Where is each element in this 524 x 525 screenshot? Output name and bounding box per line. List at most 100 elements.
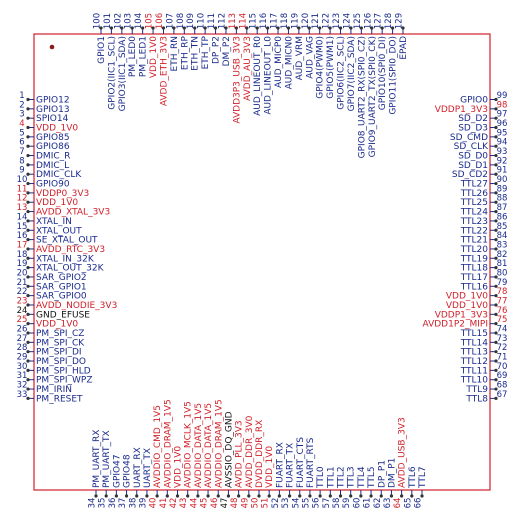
pin-right-79-number: 79	[497, 278, 508, 288]
pin-right-99-dot	[494, 97, 498, 102]
pin-top-110-name: ETH_TP	[201, 35, 211, 69]
pin-right-72-dot	[494, 350, 498, 354]
pin-top-124-number: 124	[342, 13, 352, 29]
pin-left-6-name: GPIO86	[36, 142, 70, 152]
pin-right-94-dot	[494, 144, 498, 148]
pin-left-22-dot	[26, 294, 30, 298]
pin-right-86-dot	[494, 219, 498, 223]
pin-bottom-46-dot	[216, 494, 220, 498]
pin-left-10-name: GPIO90	[36, 180, 70, 190]
pin-right-99-name: GPIO0	[460, 96, 488, 106]
pin-top-116-name: AUD_LINEOUT_L0	[264, 36, 274, 115]
pin-left-23-number: 23	[17, 296, 28, 306]
pin-left-16-number: 16	[17, 231, 28, 241]
pin-top-104-dot	[141, 26, 145, 30]
pin-right-83-dot	[494, 247, 498, 251]
pin-right-71-name: TTL12	[460, 357, 488, 367]
pin-right-67-dot	[494, 396, 498, 400]
pin-bottom-45-dot	[206, 494, 210, 498]
pin-bottom-42-name: VDD_1V0	[174, 446, 184, 488]
pin-right-81-number: 81	[497, 259, 508, 269]
pin-right-99-number: 99	[497, 91, 508, 101]
pin-right-97-name: SD_D2	[458, 114, 488, 124]
pin-right-95-name: SD_CMD	[450, 133, 488, 143]
pin-right-92-number: 92	[497, 156, 508, 166]
pin-top-125-name: GPIO8_UART2_RX(SPI0_CZ)	[357, 36, 367, 158]
pin-bottom-39-dot	[145, 494, 149, 498]
pin-left-32-number: 32	[17, 381, 28, 391]
pin-right-98-dot	[494, 107, 498, 111]
pin-top-129-dot	[401, 26, 405, 30]
pin-right-85-dot	[494, 228, 498, 232]
pin-right-96-name: SD_D3	[458, 124, 488, 134]
pin-top-109-name: ETH_TN	[191, 36, 201, 71]
pin-bottom-58-name: TTL2	[337, 466, 347, 489]
pin-left-29-number: 29	[17, 353, 28, 363]
pin-bottom-36-name: GPIO47	[112, 454, 122, 488]
pin-top-113-dot	[234, 26, 238, 30]
pin-right-67-name: TTL8	[465, 394, 488, 404]
pin-top-117-name: AUD_MICP0	[274, 36, 284, 88]
chip-body-outline	[33, 33, 491, 491]
pin-bottom-42-number: 42	[169, 498, 179, 509]
pin-bottom-38-number: 38	[128, 498, 138, 509]
pin-top-112-name: DM_P2	[222, 36, 232, 66]
pin-bottom-65-name: TTL6	[408, 466, 418, 489]
pin-top-124-dot	[349, 26, 353, 30]
pin-top-129-name: EPAD	[399, 36, 409, 60]
pin-top-106-name: AVDD_ETH_3V3	[159, 36, 169, 106]
pin-top-104-name: PM_LED1	[139, 36, 149, 77]
pin-right-94-name: SD_CLK	[454, 142, 489, 152]
pin-bottom-40-dot	[155, 494, 159, 498]
pin-top-107-number: 107	[165, 13, 175, 29]
pin-bottom-49-number: 49	[240, 498, 250, 509]
pin-right-89-dot	[494, 191, 498, 195]
pin-top-115-dot	[255, 26, 259, 30]
pin-bottom-36-dot	[114, 494, 118, 498]
pin-left-18-name: XTAL_IN_32K	[36, 254, 95, 264]
pin-top-109-dot	[193, 26, 197, 30]
pin-top-127-number: 127	[374, 13, 384, 29]
pin-bottom-56-number: 56	[312, 498, 322, 509]
pin-bottom-51-number: 51	[261, 498, 271, 509]
pin-top-127-name: GPIO10(SPI0_DI)	[378, 36, 388, 110]
pin-top-108-dot	[182, 26, 186, 30]
pin-left-21-number: 21	[17, 278, 28, 288]
pin-right-73-name: TTL14	[460, 338, 489, 348]
pin-bottom-37-dot	[124, 494, 129, 498]
pin-right-69-number: 69	[497, 371, 508, 381]
pin-top-122-name: GPIO5(PWM1)	[326, 36, 336, 99]
pin-top-112-number: 112	[217, 13, 227, 29]
pin-bottom-45-name: AVDDIO_DATA_1V5	[204, 403, 214, 488]
pin-bottom-66-number: 66	[414, 498, 424, 509]
pin-bottom-56-name: TTL0	[316, 466, 326, 489]
pin-right-68-name: TTL9	[465, 385, 488, 395]
pin-left-21-dot	[26, 284, 30, 288]
pin-bottom-58-number: 58	[332, 498, 342, 509]
pin-top-103-name: PM_LED0	[128, 36, 138, 77]
pin-top-129-number: 129	[395, 13, 405, 29]
pin-left-28-dot	[26, 350, 30, 354]
pin-left-20-dot	[26, 275, 30, 279]
pin-right-88-number: 88	[497, 194, 508, 204]
pin-left-3-dot	[26, 116, 30, 120]
pin-right-75-name: AVDD1P2_MIPI	[423, 320, 488, 330]
pin-right-97-dot	[494, 116, 498, 120]
pin-bottom-36-number: 36	[108, 498, 118, 509]
pin-right-79-dot	[494, 284, 498, 288]
pin-bottom-34-name: PM_UART_RX	[92, 430, 102, 488]
pin-left-17-name: AVDD_RTC_3V3	[36, 245, 105, 255]
pin-top-111-dot	[213, 26, 218, 30]
pin-top-100-name: GPIO1	[97, 36, 107, 64]
pin-top-127-dot	[380, 26, 384, 30]
pin-right-85-number: 85	[497, 222, 508, 232]
pin-left-28-name: PM_SPI_DI	[36, 348, 82, 358]
pin-left-20-name: SAR_GPIO2	[36, 273, 87, 283]
pin-top-114-dot	[245, 26, 249, 30]
pin-right-69-name: TTL10	[460, 376, 489, 386]
pin-top-102-name: GPIO3(IIC1_SDA)	[118, 36, 128, 111]
pin-bottom-47-name: AVSSIO_DQ_GND	[224, 411, 234, 488]
pin-top-117-dot	[276, 26, 280, 30]
pin-left-23-dot	[26, 303, 30, 307]
pin-right-84-name: TTL21	[460, 236, 488, 246]
